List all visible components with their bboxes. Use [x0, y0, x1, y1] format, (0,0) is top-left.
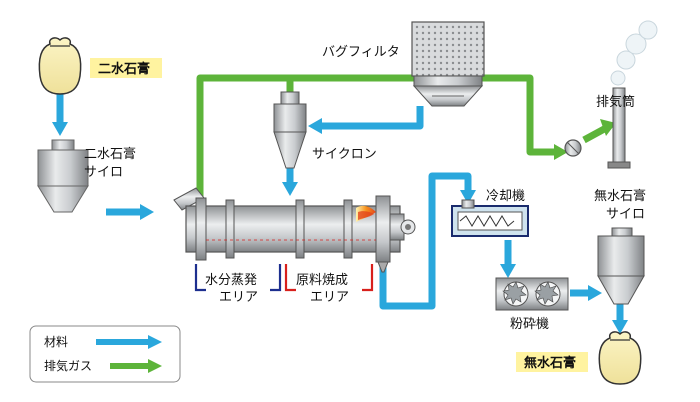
- anhydrous-silo-label-1: 無水石膏: [594, 188, 646, 204]
- cyclone-label: サイクロン: [312, 147, 377, 162]
- exhaust-fan-icon: [564, 139, 582, 157]
- exhaust-line-bagfilter-to-fan: [478, 74, 556, 156]
- legend-exhaust-arrowhead: [148, 359, 162, 373]
- anhydrous-gypsum-label-bg: [516, 352, 588, 372]
- crusher: [495, 277, 569, 311]
- legend-exhaust-label: 排気ガス: [44, 358, 92, 373]
- legend: 材料 排気ガス: [29, 325, 181, 383]
- legend-material-arrowhead: [148, 335, 162, 349]
- cooler-label: 冷却機: [486, 189, 525, 204]
- firing-area-bracket: [284, 264, 374, 292]
- bag-filter-label: バグフィルタ: [322, 45, 400, 60]
- exhaust-line-fan-to-stack: [582, 124, 608, 144]
- legend-material-label: 材料: [44, 335, 68, 349]
- firing-area-label-1: 原料焼成: [296, 273, 348, 288]
- smoke-plume: [610, 20, 658, 86]
- dihydrate-silo: [37, 139, 89, 213]
- dihydrate-silo-label-2: サイロ: [84, 165, 123, 180]
- evaporation-area-label-2: エリア: [219, 290, 258, 305]
- anhydrous-gypsum-bag: [598, 331, 642, 385]
- exhaust-stack-label: 排気筒: [596, 94, 635, 110]
- dihydrate-gypsum-label: 二水石膏: [98, 61, 150, 77]
- dihydrate-gypsum-label-bg: [90, 58, 162, 78]
- evaporation-area-bracket: [194, 264, 282, 292]
- cyclone: [273, 91, 307, 169]
- evaporation-area-label-1: 水分蒸発: [205, 273, 257, 288]
- crusher-label: 粉砕機: [510, 317, 549, 332]
- burner-flame-icon: [356, 205, 376, 222]
- cooler: [451, 199, 529, 237]
- anhydrous-gypsum-label: 無水石膏: [524, 355, 576, 371]
- firing-area-label-2: エリア: [310, 290, 349, 305]
- exhaust-line-kiln-to-bagfilter: [196, 74, 418, 198]
- anhydrous-silo: [597, 227, 645, 305]
- anhydrous-silo-label-2: サイロ: [606, 207, 645, 222]
- dihydrate-silo-label-1: 二水石膏: [84, 146, 136, 162]
- rotary-kiln: [173, 187, 416, 273]
- exhaust-stack: [607, 87, 631, 169]
- material-line-kiln-to-cooler: [379, 172, 472, 310]
- exhaust-gas-lines: [196, 74, 608, 220]
- dihydrate-gypsum-bag: [38, 37, 82, 95]
- material-line-bagfilter-return: [322, 106, 424, 130]
- bag-filter: [411, 21, 485, 107]
